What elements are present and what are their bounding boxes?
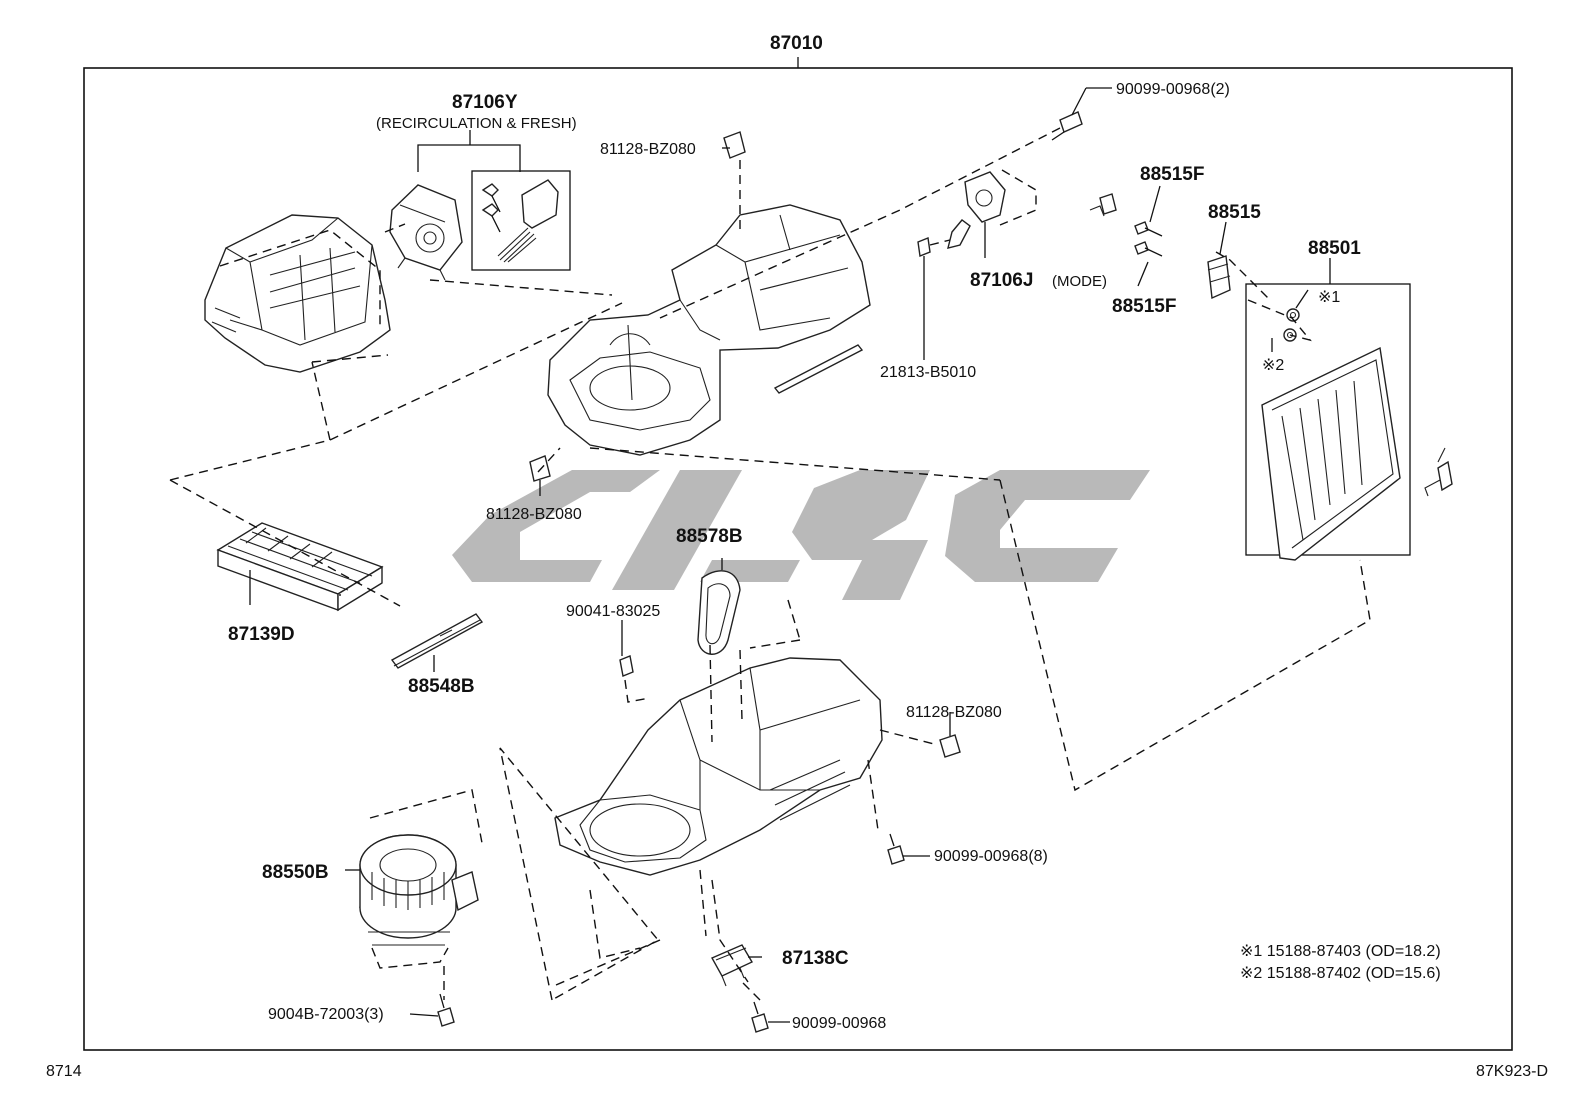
bolt-upper — [1134, 221, 1163, 237]
label-clip-top: 81128-BZ080 — [600, 141, 696, 158]
assembly-dashed-lines — [169, 127, 1371, 1001]
link-rod — [773, 344, 864, 394]
note-1: ※1 15188-87403 (OD=18.2) — [1240, 943, 1441, 960]
label-clip-small: 90041-83025 — [566, 603, 660, 620]
clip-top — [723, 131, 746, 159]
label-blower: 88550B — [262, 862, 329, 883]
label-servo-mode-note: (MODE) — [1052, 273, 1107, 290]
label-screw-blower: 9004B-72003(3) — [268, 1006, 384, 1023]
evaporator-group-box — [1245, 283, 1411, 556]
servo-motor-recirculation — [389, 184, 463, 281]
upper-case-left — [204, 214, 391, 373]
label-servo-recirc-note: (RECIRCULATION & FRESH) — [376, 115, 577, 132]
label-filter: 87139D — [228, 624, 295, 645]
filter-cover — [390, 613, 484, 669]
screw-top — [1051, 111, 1083, 141]
label-mark-2: ※2 — [1262, 357, 1284, 374]
clip-right — [939, 734, 961, 758]
footer-page-code: 8714 — [46, 1063, 82, 1080]
packing-piece — [917, 237, 931, 257]
clip-middle — [529, 455, 551, 482]
blower-motor — [359, 834, 479, 946]
bolt-lower — [1134, 241, 1163, 257]
label-screw-bottom: 90099-00968 — [792, 1015, 886, 1032]
blower-resistor — [711, 944, 753, 987]
label-clip-right: 81128-BZ080 — [906, 704, 1002, 721]
leader-lines — [249, 87, 1331, 1023]
expansion-valve — [1207, 255, 1231, 300]
label-clip-middle: 81128-BZ080 — [486, 506, 582, 523]
upper-case-center — [547, 204, 871, 456]
label-assembly: 87010 — [770, 33, 823, 54]
watermark-logo — [452, 470, 1150, 600]
label-bolt-lower: 88515F — [1112, 296, 1176, 317]
note-2: ※2 15188-87402 (OD=15.6) — [1240, 965, 1441, 982]
duct-seal — [697, 570, 741, 655]
screw-lower-right — [887, 833, 905, 865]
lower-case — [554, 657, 883, 876]
footer-figure-code: 87K923-D — [1476, 1063, 1548, 1080]
o-ring-1 — [1286, 308, 1300, 322]
label-screw-top: 90099-00968(2) — [1116, 81, 1230, 98]
label-servo-recirc: 87106Y — [452, 92, 518, 113]
label-packing: 21813-B5010 — [880, 364, 976, 381]
label-screw-lower-right: 90099-00968(8) — [934, 848, 1048, 865]
screw-bottom — [751, 1001, 769, 1033]
label-filter-cover: 88548B — [408, 676, 475, 697]
label-bolt-upper: 88515F — [1140, 164, 1204, 185]
label-duct-seal: 88578B — [676, 526, 743, 547]
clamp-piece — [1089, 193, 1117, 217]
hardware-kit-box — [471, 170, 571, 271]
label-resistor: 87138C — [782, 948, 849, 969]
label-servo-mode: 87106J — [970, 270, 1033, 291]
label-mark-1: ※1 — [1318, 289, 1340, 306]
air-filter — [216, 522, 384, 612]
label-expansion-valve: 88515 — [1208, 202, 1261, 223]
evaporator — [1261, 346, 1401, 561]
thermistor-sensor — [1424, 447, 1453, 497]
clip-small — [619, 655, 634, 677]
servo-motor-mode — [947, 171, 1006, 249]
label-evaporator: 88501 — [1308, 238, 1361, 259]
screw-blower — [437, 993, 455, 1027]
